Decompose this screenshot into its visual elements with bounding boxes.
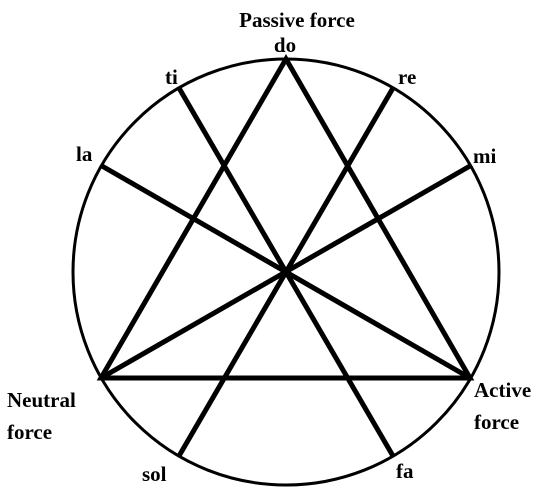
label-sol: sol — [142, 462, 167, 486]
label-active-force-line2: force — [474, 410, 519, 434]
line-ti-fa — [176, 86, 396, 458]
label-neutral-force-line2: force — [7, 420, 52, 444]
label-active-force-line1: Active — [474, 378, 531, 402]
label-ti: ti — [165, 65, 178, 89]
label-neutral-force-line1: Neutral — [7, 388, 76, 412]
label-mi: mi — [473, 144, 496, 168]
label-re: re — [398, 65, 416, 89]
label-passive-force: Passive force — [239, 8, 355, 32]
label-fa: fa — [396, 459, 414, 483]
label-la: la — [76, 142, 93, 166]
label-do: do — [274, 33, 296, 57]
force-triangle — [96, 54, 475, 381]
